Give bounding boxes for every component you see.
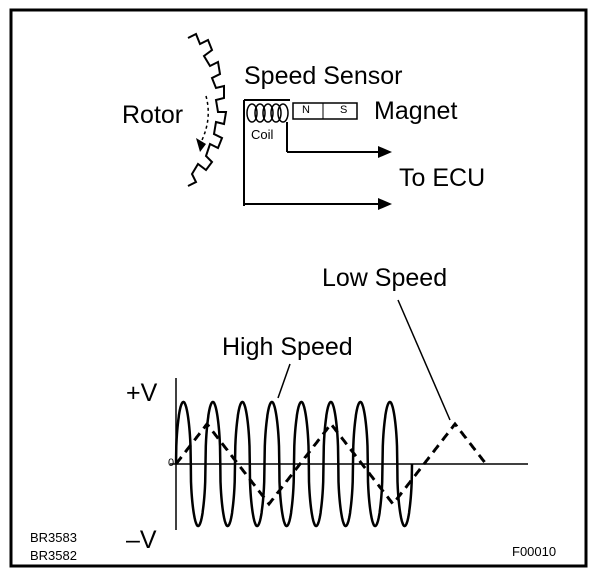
wire-lower-arrow: [378, 198, 392, 210]
high-speed-leader: [277, 363, 291, 399]
high-speed-waveform: [174, 400, 414, 528]
plus-v-label: +V: [126, 379, 158, 407]
figure-id-label: F00010: [512, 544, 557, 559]
magnet-s-label: S: [340, 104, 348, 116]
speed-sensor-label: Speed Sensor: [244, 62, 403, 90]
coil-winding: [246, 103, 289, 123]
zero-label: 0: [168, 457, 175, 469]
coil-label: Coil: [251, 127, 274, 142]
figure-border: [9, 8, 588, 568]
rotor-label: Rotor: [122, 101, 184, 129]
low-speed-label: Low Speed: [322, 264, 448, 292]
rotor-rotation-arrow: [201, 95, 209, 141]
code-2-label: BR3582: [30, 548, 77, 563]
magnet-label: Magnet: [374, 97, 458, 125]
minus-v-label: –V: [126, 526, 157, 554]
rotor-arrow-head: [196, 138, 206, 152]
wire-upper-arrow: [378, 146, 392, 158]
low-speed-leader: [397, 299, 451, 421]
to-ecu-label: To ECU: [399, 164, 486, 192]
magnet-n-label: N: [302, 104, 310, 116]
high-speed-label: High Speed: [222, 333, 353, 361]
code-1-label: BR3583: [30, 530, 77, 545]
magnet-box: [292, 102, 358, 120]
low-speed-waveform: [174, 421, 488, 507]
rotor-gear: [187, 32, 228, 187]
